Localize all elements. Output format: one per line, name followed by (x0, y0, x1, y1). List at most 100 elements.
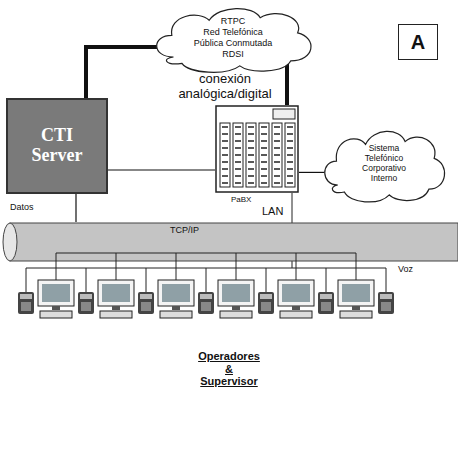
pbx-card (235, 127, 241, 183)
keyboard (280, 311, 312, 318)
node-text: CTI Server (32, 126, 83, 166)
connector (75, 194, 76, 222)
pbx-rack (272, 123, 282, 187)
node-text: LAN (262, 205, 283, 218)
monitor (38, 280, 74, 306)
connection-note: conexión analógica/digital (170, 72, 280, 102)
network-cloud: RTPCRed Telefónica Pública ConmutadaRDSI (148, 0, 318, 76)
phone-body (378, 292, 394, 314)
keyboard (220, 311, 252, 318)
pbx-cabinet (216, 106, 298, 192)
monitor (218, 280, 254, 306)
bus-label: Datos (10, 202, 34, 212)
handset (80, 294, 92, 299)
cloud-shape (325, 131, 445, 202)
node-text: Red Telefónica Pública Conmutada (188, 27, 278, 49)
computer-icon (98, 280, 134, 318)
handset (20, 294, 32, 299)
connector (86, 47, 158, 98)
node-text: A (411, 30, 425, 54)
phone-body (138, 292, 154, 314)
phone-body (198, 292, 214, 314)
keyboard (100, 311, 132, 318)
keypad (321, 302, 331, 311)
pbx-card (248, 127, 254, 183)
computer-icon (38, 280, 74, 318)
screen (162, 284, 190, 302)
connector (108, 169, 215, 170)
stand (172, 306, 180, 310)
phone-icon (78, 292, 94, 314)
node-text: TCP/IP (170, 225, 199, 236)
screen (342, 284, 370, 302)
phone-icon (258, 292, 274, 314)
handset (320, 294, 332, 299)
computer-icon (158, 280, 194, 318)
handset (260, 294, 272, 299)
keypad (21, 302, 31, 311)
lan-bus: LANTCP/IP (0, 222, 458, 262)
node-text: RDSI (188, 49, 278, 60)
keypad (81, 302, 91, 311)
node-text: PaBX (231, 195, 251, 205)
pbx-card (274, 127, 280, 183)
pbx-rack (246, 123, 256, 187)
pbx-panel (273, 109, 295, 119)
pbx-card (222, 127, 228, 183)
monitor (338, 280, 374, 306)
phone-icon (18, 292, 34, 314)
pbx-rack (259, 123, 269, 187)
phone-body (318, 292, 334, 314)
phone-body (18, 292, 34, 314)
keyboard (40, 311, 72, 318)
group-caption: Operadores & Supervisor (198, 350, 260, 388)
connector (299, 172, 325, 173)
handset (380, 294, 392, 299)
keyboard (160, 311, 192, 318)
cloud-shape (157, 9, 311, 73)
server-box: CTI Server (6, 98, 108, 194)
stand (292, 306, 300, 310)
computer-icon (338, 280, 374, 318)
phone-icon (138, 292, 154, 314)
phone-icon (318, 292, 334, 314)
node-text: Sistema Telefónico Corporativo Interno (362, 144, 406, 183)
computer-icon (218, 280, 254, 318)
stand (352, 306, 360, 310)
stand (232, 306, 240, 310)
screen (102, 284, 130, 302)
keypad (141, 302, 151, 311)
pbx-switch: PaBX (215, 105, 299, 193)
phone-body (258, 292, 274, 314)
monitor (98, 280, 134, 306)
screen (222, 284, 250, 302)
pbx-rack (220, 123, 230, 187)
stand (52, 306, 60, 310)
stand (112, 306, 120, 310)
phone-icon (378, 292, 394, 314)
monitor (278, 280, 314, 306)
pbx-card (287, 127, 293, 183)
network-cloud: Sistema Telefónico Corporativo Interno (318, 122, 450, 206)
bus-label: Voz (398, 264, 413, 274)
phone-body (78, 292, 94, 314)
data-wire (56, 262, 356, 280)
monitor (158, 280, 194, 306)
pipe-body (10, 223, 458, 261)
node-text: RTPC (188, 16, 278, 27)
screen (282, 284, 310, 302)
keypad (201, 302, 211, 311)
pipe-end (3, 223, 17, 261)
computer-icon (278, 280, 314, 318)
screen (42, 284, 70, 302)
pbx-rack (285, 123, 295, 187)
connector (285, 64, 289, 105)
pbx-rack (233, 123, 243, 187)
keyboard (340, 311, 372, 318)
keypad (261, 302, 271, 311)
pbx-drawing (215, 105, 299, 193)
pbx-card (261, 127, 267, 183)
tcpip-bracket (56, 253, 356, 262)
handset (140, 294, 152, 299)
phone-icon (198, 292, 214, 314)
